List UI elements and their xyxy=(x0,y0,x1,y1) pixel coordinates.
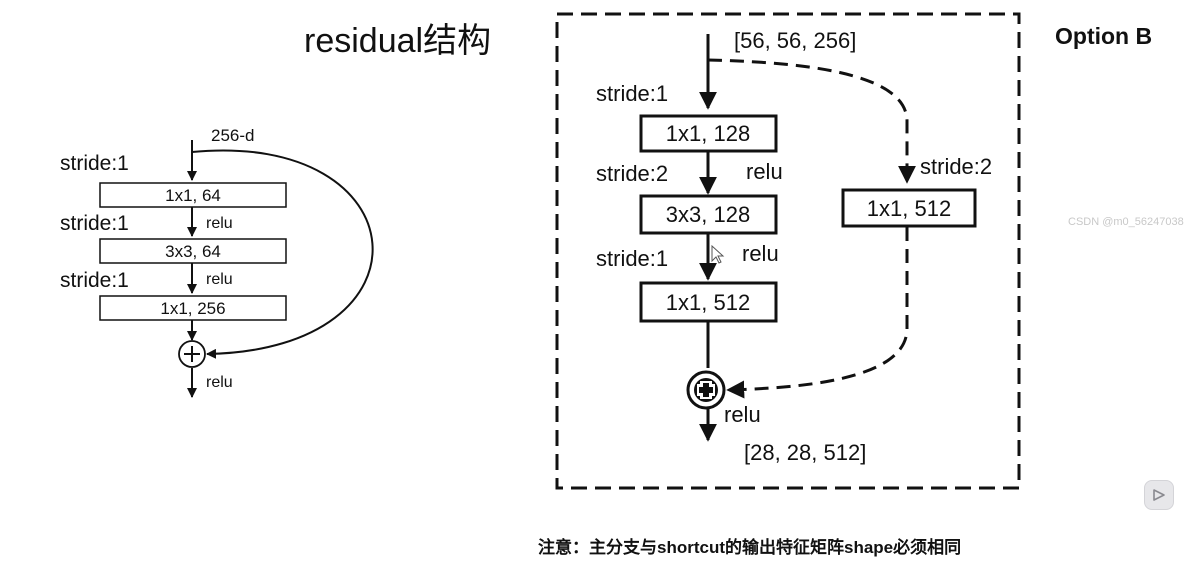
diagram-title: residual结构 xyxy=(304,22,491,60)
right-relu-3: relu xyxy=(724,402,761,427)
left-relu-3: relu xyxy=(206,374,233,391)
right-layer-box-1 xyxy=(639,114,778,153)
right-output-shape: [28, 28, 512] xyxy=(744,440,866,465)
right-layer-label-3: 1x1, 512 xyxy=(666,290,750,315)
right-stride-2: stride:2 xyxy=(596,161,668,186)
plus-circle-icon xyxy=(178,340,206,368)
right-layer-box-3 xyxy=(639,281,778,323)
note-text: 注意：主分支与shortcut的输出特征矩阵shape必须相同 xyxy=(538,537,961,557)
left-stride-1: stride:1 xyxy=(60,152,129,175)
watermark-text: CSDN @m0_56247038 xyxy=(1068,216,1184,228)
right-relu-1: relu xyxy=(746,159,783,184)
left-layer-box-1 xyxy=(99,182,287,208)
shortcut-layer-label: 1x1, 512 xyxy=(867,196,951,221)
left-shortcut-path xyxy=(191,149,374,359)
right-residual-block: [56, 56, 256] 1x1, 128 3x3, 128 1x1, 512… xyxy=(596,28,992,465)
left-layer-box-2 xyxy=(99,238,287,264)
left-layer-box-3 xyxy=(99,295,287,321)
cursor-icon xyxy=(711,244,725,264)
plus-circle-icon xyxy=(686,370,726,410)
right-input-shape: [56, 56, 256] xyxy=(734,28,856,53)
right-layer-label-2: 3x3, 128 xyxy=(666,202,750,227)
right-relu-2: relu xyxy=(742,241,779,266)
left-layer-label-2: 3x3, 64 xyxy=(165,242,221,261)
shortcut-stride: stride:2 xyxy=(920,154,992,179)
left-layer-label-1: 1x1, 64 xyxy=(165,186,221,205)
right-shortcut-path-top xyxy=(707,58,916,184)
right-layer-label-1: 1x1, 128 xyxy=(666,121,750,146)
left-stride-3: stride:1 xyxy=(60,269,129,292)
left-relu-2: relu xyxy=(206,271,233,288)
right-layer-box-2 xyxy=(639,194,778,235)
left-relu-1: relu xyxy=(206,215,233,232)
right-stride-1: stride:1 xyxy=(596,81,668,106)
option-b-label: Option B xyxy=(1055,23,1152,49)
shortcut-layer-box xyxy=(841,188,977,228)
right-stride-3: stride:1 xyxy=(596,246,668,271)
left-stride-2: stride:1 xyxy=(60,212,129,235)
option-b-frame xyxy=(555,12,1021,490)
play-button[interactable] xyxy=(1144,480,1174,510)
right-shortcut-path-bottom xyxy=(726,227,909,399)
play-icon xyxy=(1153,489,1165,501)
left-residual-block: 256-d 1x1, 64 3x3, 64 1x1, 256 stride:1 … xyxy=(60,126,374,398)
left-layer-label-3: 1x1, 256 xyxy=(160,299,225,318)
left-input-dim: 256-d xyxy=(211,126,254,145)
